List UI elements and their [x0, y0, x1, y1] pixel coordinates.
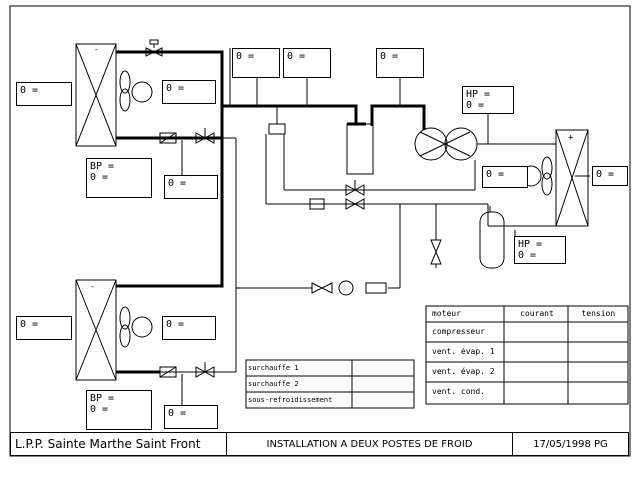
evaporator-2	[75, 279, 117, 381]
evap1-fan-left-field: 0 =	[16, 82, 72, 106]
top-field-2: 0 =	[283, 48, 331, 78]
surchauffe-row-1-label: surchauffe 1	[248, 364, 299, 372]
drawing-title: INSTALLATION A DEUX POSTES DE FROID	[227, 433, 513, 455]
valve-mid-1-icon	[345, 180, 365, 196]
expansion-valve-1-icon	[195, 132, 215, 144]
surchauffe-table: surchauffe 1 surchauffe 2 sous-refroidis…	[248, 360, 352, 408]
condenser	[555, 129, 589, 227]
motor-header-courant: courant	[520, 309, 554, 318]
hp-top-field: HP = 0 =	[462, 86, 514, 114]
evaporator-1-sign: -	[94, 45, 99, 54]
valve-mid-2-icon	[309, 198, 365, 210]
motor-row-label: vent. évap. 1	[432, 347, 495, 356]
motor-header-moteur: moteur	[432, 309, 461, 318]
motor-row-label: vent. évap. 2	[432, 367, 495, 376]
evap2-bp-field: BP = 0 =	[86, 390, 152, 430]
cond-fan-field: 0 =	[482, 166, 528, 188]
top-field-1: 0 =	[232, 48, 280, 78]
top-field-3: 0 =	[376, 48, 424, 78]
drain-valve-icon	[430, 239, 442, 265]
sight-glass-2-icon	[159, 366, 177, 378]
frame-border	[9, 5, 631, 457]
evap1-bp-field: BP = 0 =	[86, 158, 152, 198]
evap2-fan-left-field: 0 =	[16, 316, 72, 340]
surchauffe-table-frame	[245, 359, 415, 409]
cond-right-field: 0 =	[592, 166, 628, 186]
motor-table: moteur courant tension compresseur vent.…	[426, 306, 628, 402]
evap1-fan-right-field: 0 =	[162, 80, 216, 104]
sight-glass-1-icon	[159, 132, 177, 144]
top-valve-icon	[145, 39, 163, 57]
motor-row-label: compresseur	[432, 327, 485, 336]
liquid-valve-icon	[311, 280, 387, 296]
motor-header-tension: tension	[581, 309, 616, 318]
surchauffe-row-2-label: surchauffe 2	[248, 380, 299, 388]
evap1-valve-field: 0 =	[164, 175, 218, 199]
motor-row-label: vent. cond.	[432, 387, 485, 396]
motor-table-frame	[425, 305, 629, 405]
evap2-valve-field: 0 =	[164, 405, 218, 429]
fan-evap-2-icon	[119, 306, 153, 348]
evaporator-2-sign: -	[90, 282, 95, 291]
liquid-lines	[153, 44, 590, 405]
title-block: L.P.P. Sainte Marthe Saint Front INSTALL…	[10, 432, 629, 456]
fan-evap-1-icon	[119, 70, 153, 112]
surchauffe-row-3-label: sous-refroidissement	[248, 396, 333, 404]
evap2-fan-right-field: 0 =	[162, 316, 216, 340]
hp-bottom-field: HP = 0 =	[514, 236, 566, 264]
drawing-date: 17/05/1998 PG	[533, 438, 608, 450]
expansion-valve-2-icon	[195, 366, 215, 378]
evaporator-1	[75, 43, 117, 147]
school-name: L.P.P. Sainte Marthe Saint Front	[11, 433, 227, 455]
condenser-sign: +	[568, 133, 574, 143]
